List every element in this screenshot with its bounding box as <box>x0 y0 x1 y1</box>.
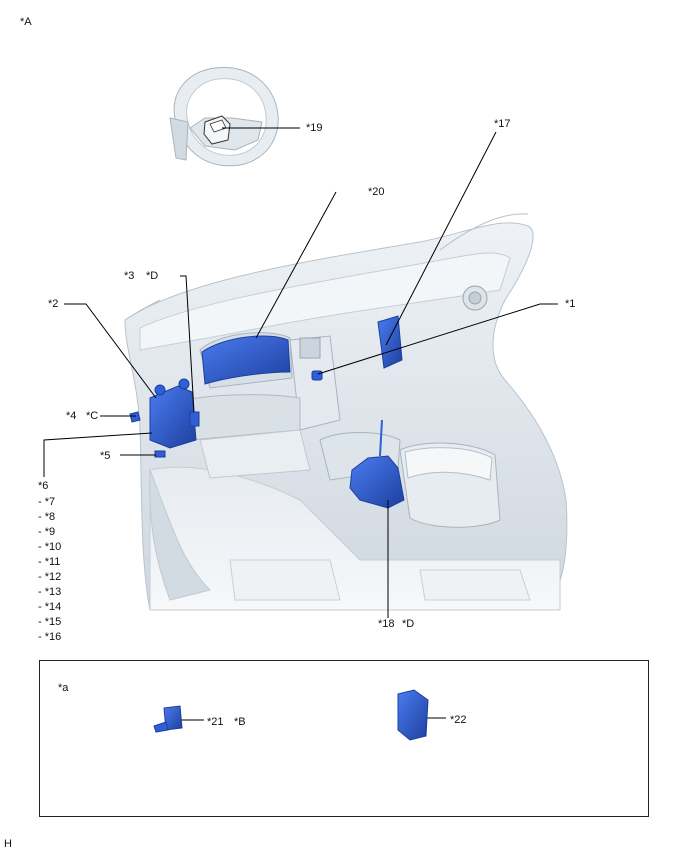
callout-20: *20 <box>368 186 385 198</box>
callout-21: *21 <box>207 716 224 728</box>
sub-item: - *9 <box>38 526 56 538</box>
callout-17: *17 <box>494 118 511 130</box>
inset-label: *a <box>58 682 69 694</box>
steering-wheel-illustration <box>169 67 279 167</box>
callout-19: *19 <box>306 122 323 134</box>
shift-assembly-part-18 <box>349 455 405 509</box>
sub-item: - *7 <box>38 496 56 508</box>
callout-d-top: *D <box>146 270 159 282</box>
leader-lines <box>43 127 558 721</box>
switch-part-1 <box>311 370 323 381</box>
sub-item: - *12 <box>38 571 62 583</box>
sub-item: - *14 <box>38 601 62 613</box>
callout-b: *B <box>234 716 246 728</box>
connector-part-3 <box>189 411 200 427</box>
callout-5: *5 <box>100 450 111 462</box>
callout-c: *C <box>86 410 99 422</box>
junction-block-part-2 <box>149 385 197 449</box>
module-part-17 <box>377 315 403 369</box>
callout-18: *18 <box>378 618 395 630</box>
part-4 <box>129 411 141 423</box>
callout-1: *1 <box>565 298 576 310</box>
sub-item: - *10 <box>38 541 62 553</box>
corner-label: H <box>4 838 12 850</box>
callout-4: *4 <box>66 410 77 422</box>
sub-item: - *13 <box>38 586 62 598</box>
combination-meter-part <box>201 335 291 385</box>
callout-6: *6 <box>38 480 49 492</box>
highlighted-components <box>129 315 405 509</box>
inset-box: *a *21 *B *22 <box>39 660 649 817</box>
callout-3: *3 <box>124 270 135 282</box>
callout-d-bottom: *D <box>402 618 415 630</box>
callout-2: *2 <box>48 298 59 310</box>
inset-parts <box>153 689 429 741</box>
sub-item: - *15 <box>38 616 62 628</box>
sub-item: - *11 <box>38 556 61 568</box>
callout-22: *22 <box>450 714 467 726</box>
part-5 <box>154 450 166 458</box>
part-22 <box>397 689 429 741</box>
sub-item: - *8 <box>38 511 56 523</box>
sub-item: - *16 <box>38 631 62 643</box>
view-label: *A <box>20 16 32 28</box>
